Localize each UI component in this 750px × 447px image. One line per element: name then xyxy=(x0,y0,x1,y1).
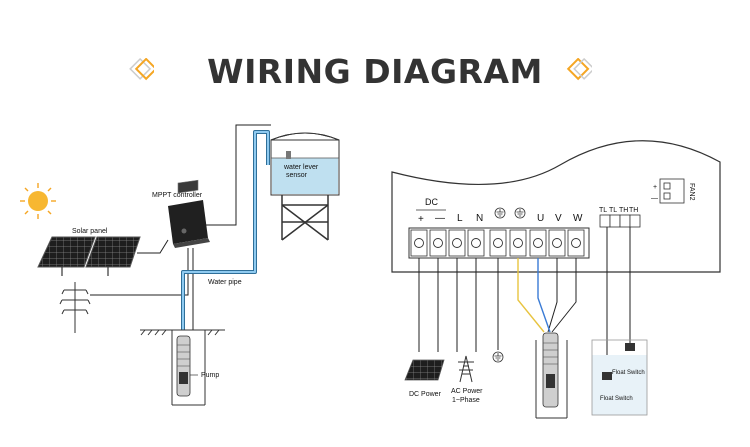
fan-minus-label: — xyxy=(651,195,658,202)
well xyxy=(140,329,225,406)
dc-power-panel-icon xyxy=(404,359,445,381)
terminal-tl-label-1: TL xyxy=(599,207,607,214)
terminal-l-label: L xyxy=(457,213,463,224)
terminal-w-label: W xyxy=(573,213,583,224)
solar-panel-label: Solar panel xyxy=(72,228,108,235)
ac-power-label-2: 1~Phase xyxy=(452,397,480,404)
pump-icon xyxy=(176,335,191,397)
right-well xyxy=(535,340,568,419)
power-tower-icon xyxy=(59,282,91,333)
controller-housing xyxy=(391,140,721,273)
terminal-v-label: V xyxy=(555,213,562,224)
ac-tower-icon xyxy=(458,355,474,383)
blue-wire xyxy=(537,258,551,333)
terminal-plus-label: + xyxy=(418,214,424,225)
terminal-tl-label-2: TL xyxy=(609,207,617,214)
pump-label: Pump xyxy=(201,372,219,379)
fan-plus-label: + xyxy=(653,184,657,191)
diamond-icon xyxy=(129,58,154,81)
sensor-terminal-block xyxy=(599,214,641,228)
float-switch-icon xyxy=(602,343,635,380)
terminal-th-label-2: TH xyxy=(629,207,638,214)
sun-icon xyxy=(20,183,56,219)
controller-label: MPPT controller xyxy=(152,192,203,199)
terminal-block xyxy=(408,227,590,259)
ground-icon xyxy=(494,207,526,219)
ac-power-label-1: AC Power xyxy=(451,388,483,395)
tank-sensor-label-1: water lever xyxy=(283,164,319,171)
dc-power-label: DC Power xyxy=(409,391,442,398)
tank-sensor-label-2: sensor xyxy=(286,172,308,179)
tank-icon xyxy=(270,132,340,241)
title-bar: WIRING DIAGRAM xyxy=(0,44,750,100)
pipe-label: Water pipe xyxy=(208,279,242,286)
page-title: WIRING DIAGRAM xyxy=(207,52,543,91)
yellow-wire xyxy=(517,258,545,333)
dc-label: DC xyxy=(425,197,438,207)
terminal-u-label: U xyxy=(537,213,544,224)
water-pipe xyxy=(181,130,270,330)
float-switch-lower-label: Float Switch xyxy=(600,396,633,402)
float-switch-tank xyxy=(591,339,648,416)
fan-terminal-block xyxy=(659,178,685,204)
pump-icon xyxy=(542,332,559,408)
terminal-th-label-1: TH xyxy=(619,207,628,214)
float-switch-upper-label: Float Switch xyxy=(612,370,645,376)
fan-label: FAN2 xyxy=(688,183,695,201)
diamond-icon xyxy=(566,58,592,81)
ground-icon xyxy=(492,351,504,363)
terminal-minus-label: — xyxy=(435,213,445,224)
terminal-n-label: N xyxy=(476,213,483,224)
mppt-controller xyxy=(168,179,210,248)
solar-panel-icon xyxy=(37,236,141,276)
